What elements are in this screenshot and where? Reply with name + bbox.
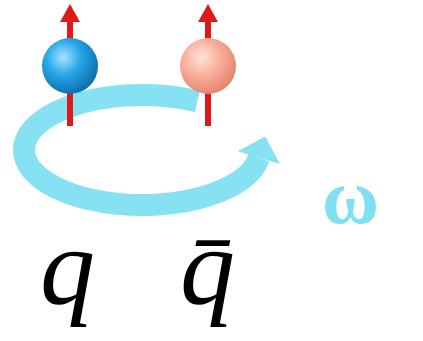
spin-arrowhead (60, 4, 80, 22)
rotation-arrow (24, 95, 280, 205)
spin-arrow (205, 94, 211, 126)
quark-symbol: q (40, 212, 95, 322)
antiquark-sphere (180, 38, 236, 94)
antiquark-symbol: q̄ (180, 212, 235, 322)
quark-spin (42, 4, 98, 126)
spin-arrowhead (198, 4, 218, 22)
spin-arrow (67, 94, 73, 126)
angular-velocity-symbol: ω (322, 158, 379, 236)
rotation-band (24, 95, 259, 205)
quark-sphere (42, 38, 98, 94)
antiquark-spin (180, 4, 236, 126)
rotation-arrowhead (238, 137, 280, 164)
